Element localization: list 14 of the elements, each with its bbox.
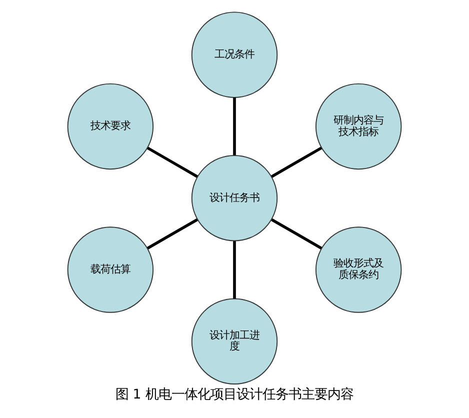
- node-circle: 载荷估算: [67, 226, 154, 313]
- connector: [233, 98, 236, 156]
- node-circle: 研制内容与技术指标: [315, 83, 402, 170]
- caption: 图 1 机电一体化项目设计任务书主要内容: [116, 387, 354, 402]
- node-circle: 设计任务书: [191, 155, 278, 242]
- connector: [146, 218, 198, 250]
- node-circle: 验收形式及质保条约: [315, 226, 402, 313]
- connector: [233, 241, 236, 299]
- node-circle: 工况条件: [191, 12, 278, 98]
- connector: [271, 146, 322, 178]
- node-circle: 技术要求: [67, 83, 154, 170]
- node-circle: 设计加工进度: [191, 298, 278, 384]
- connector: [271, 218, 322, 250]
- connector: [146, 146, 198, 178]
